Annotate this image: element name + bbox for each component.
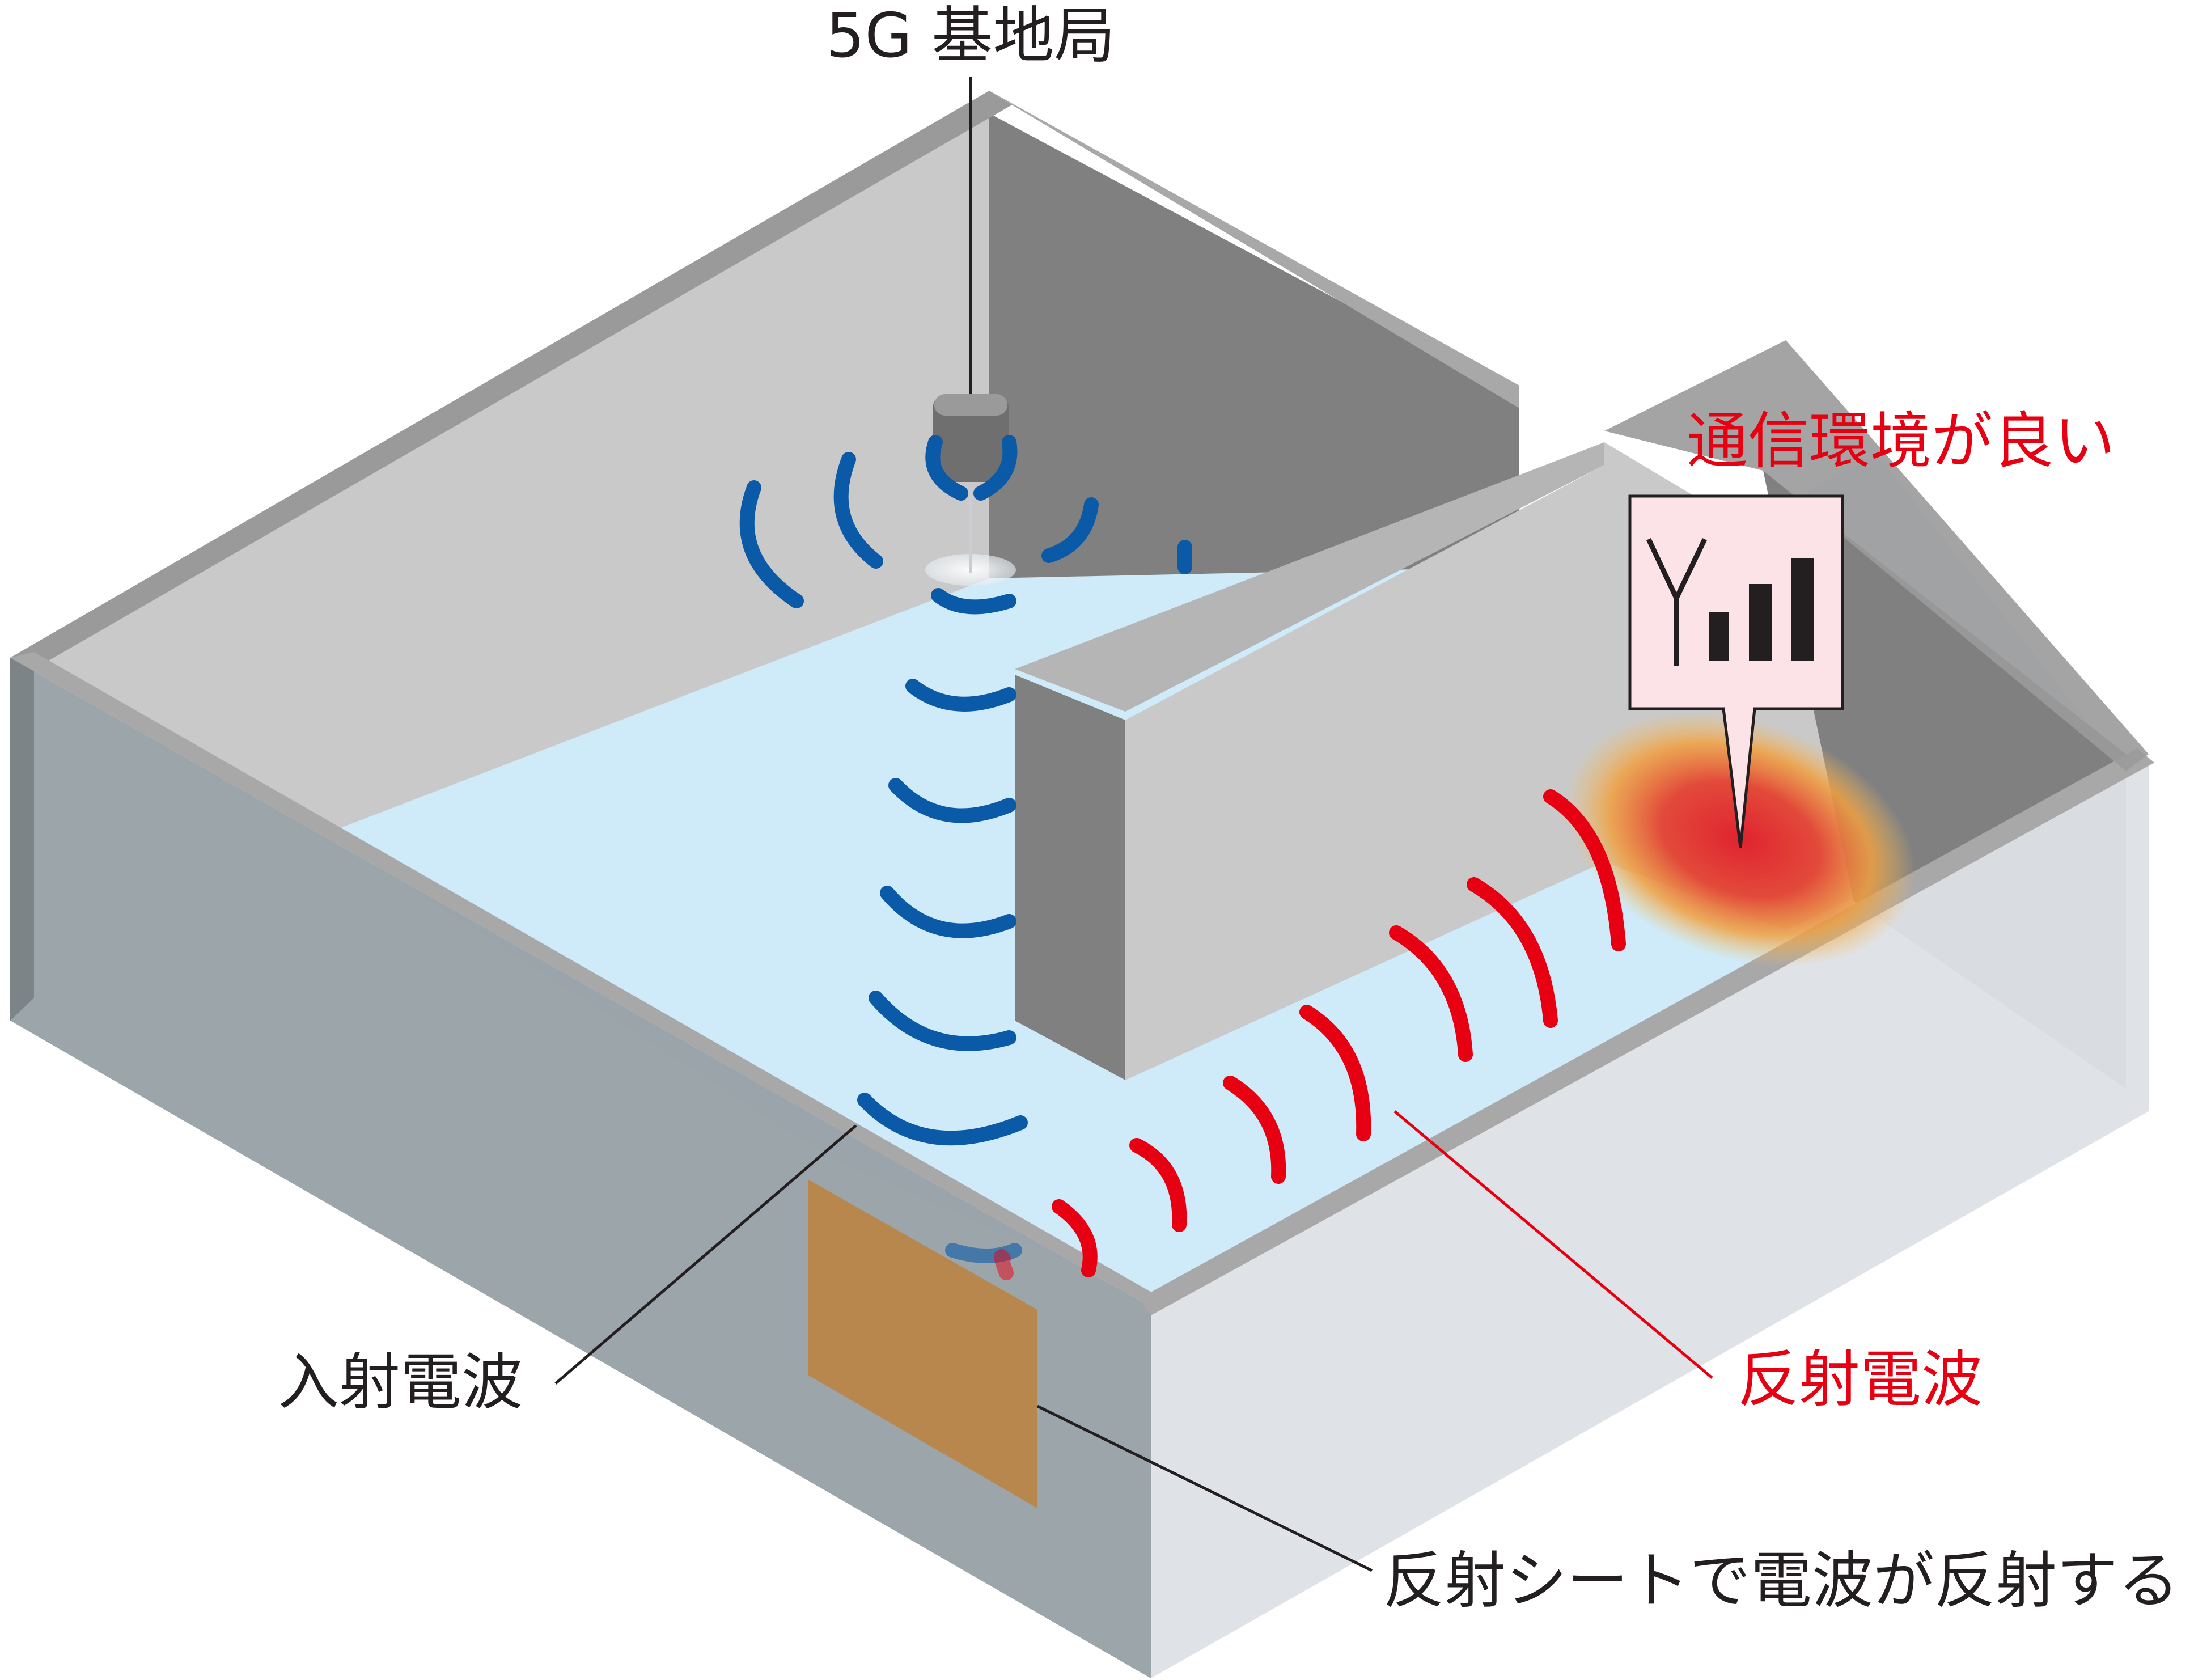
incident-wave-arc	[880, 886, 1016, 938]
incident-wave-arc	[925, 435, 968, 501]
incident-wave-leader-line	[554, 1124, 857, 1385]
partition-side	[1125, 465, 1604, 1080]
incident-wave-arc	[973, 435, 1018, 501]
reflect-sheet-label: 反射シートで電波が反射する	[1383, 1546, 2179, 1616]
base-station	[925, 77, 1016, 586]
signal-bar	[1709, 612, 1729, 661]
reflected-wave-arc	[1052, 1199, 1098, 1277]
reflected-wave-arc	[1543, 789, 1626, 951]
incident-wave-arc	[857, 1093, 1028, 1146]
incident-wave-arc	[931, 588, 1016, 615]
back-right-rim	[989, 91, 1519, 408]
back-right-wall-upper	[989, 113, 1519, 590]
base-station-cap	[934, 394, 1007, 416]
incident-wave-arc	[1041, 497, 1099, 563]
left-end-wall	[10, 658, 34, 1021]
signal-bars-icon	[1709, 558, 1814, 661]
incident-wave-arc	[945, 1243, 1022, 1263]
reflected-wave-leader-line	[1393, 1110, 1713, 1379]
back-left-wall	[31, 113, 989, 833]
partition-top	[1015, 442, 1604, 712]
incident-wave-arc	[905, 679, 1016, 712]
reflect-sheet	[808, 1179, 1037, 1508]
incident-wave-arc	[833, 452, 883, 569]
partition-face	[1015, 675, 1125, 1080]
room	[10, 91, 2154, 1678]
good-signal-label: 通信環境が良い	[1687, 406, 2115, 477]
incident-wave-arc	[739, 480, 804, 608]
corridor-top-rim	[1604, 340, 2149, 771]
reflected-waves	[994, 789, 1626, 1280]
signal-bar	[1791, 558, 1814, 661]
incident-wave-arc	[888, 778, 1016, 823]
incident-wave-arc	[869, 991, 1016, 1051]
antenna-icon	[1646, 538, 1708, 666]
front-left-rim	[10, 652, 1162, 1307]
reflected-wave-arc	[1389, 925, 1473, 1062]
incident-waves	[739, 435, 1192, 1263]
reflected-wave-label: 反射電波	[1738, 1344, 1983, 1415]
front-left-glass-wall	[10, 658, 1151, 1678]
front-right-glass-wall	[1151, 763, 2149, 1678]
signal-bar	[1749, 584, 1772, 661]
reflected-wave-arc	[1129, 1138, 1187, 1232]
reflected-wave-arc	[1299, 1005, 1371, 1141]
base-station-label: 5G 基地局	[826, 1, 1116, 71]
reflect-sheet-leader-line	[1036, 1404, 1373, 1572]
reflected-wave-arc	[994, 1249, 1014, 1280]
incident-wave-label: 入射電波	[278, 1347, 523, 1418]
base-station-body	[933, 394, 1009, 482]
back-left-rim	[10, 91, 1012, 669]
reflected-wave-arc	[1467, 877, 1558, 1028]
signal-callout	[1628, 494, 1844, 848]
reflected-wave-arc	[1223, 1076, 1286, 1184]
